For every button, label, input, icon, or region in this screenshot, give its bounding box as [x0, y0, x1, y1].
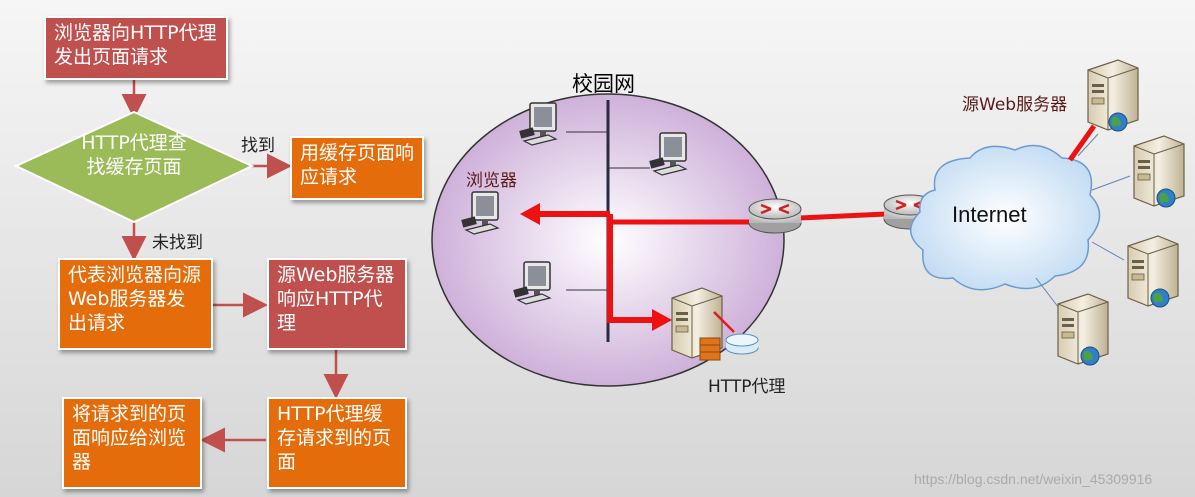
browser-label: 浏览器 — [466, 166, 517, 191]
server-icon — [1128, 236, 1178, 307]
step-browser-request: 浏览器向HTTP代理发出页面请求 — [44, 16, 228, 80]
step-reply-browser-text: 将请求到的页面响应给浏览器 — [72, 403, 186, 473]
server-icon — [1134, 136, 1184, 207]
step-reply-browser: 将请求到的页面响应给浏览器 — [62, 397, 202, 489]
internet-label: Internet — [952, 202, 1027, 228]
origin-server-label: 源Web服务器 — [962, 90, 1067, 115]
step-origin-response-text: 源Web服务器响应HTTP代理 — [277, 264, 394, 334]
step-serve-cached: 用缓存页面响应请求 — [290, 136, 424, 200]
campus-network-title: 校园网 — [572, 68, 635, 98]
decision-text: HTTP代理查找缓存页面 — [74, 131, 194, 179]
step-proxy-cache-text: HTTP代理缓存请求到的页面 — [277, 403, 391, 473]
proxy-label: HTTP代理 — [708, 372, 786, 397]
server-icon — [1058, 294, 1108, 365]
origin-web-server-icon — [1088, 60, 1138, 131]
step-serve-cached-text: 用缓存页面响应请求 — [300, 142, 414, 188]
step-forward-request: 代表浏览器向源Web服务器发出请求 — [58, 258, 213, 350]
not-found-label: 未找到 — [152, 228, 203, 253]
router-icon — [749, 199, 801, 233]
step-proxy-cache: HTTP代理缓存请求到的页面 — [267, 397, 407, 489]
step-browser-request-text: 浏览器向HTTP代理发出页面请求 — [54, 22, 217, 68]
found-label: 找到 — [241, 131, 275, 156]
watermark: https://blog.csdn.net/weixin_45309916 — [914, 471, 1152, 487]
step-forward-request-text: 代表浏览器向源Web服务器发出请求 — [68, 264, 201, 334]
step-origin-response: 源Web服务器响应HTTP代理 — [267, 258, 407, 350]
